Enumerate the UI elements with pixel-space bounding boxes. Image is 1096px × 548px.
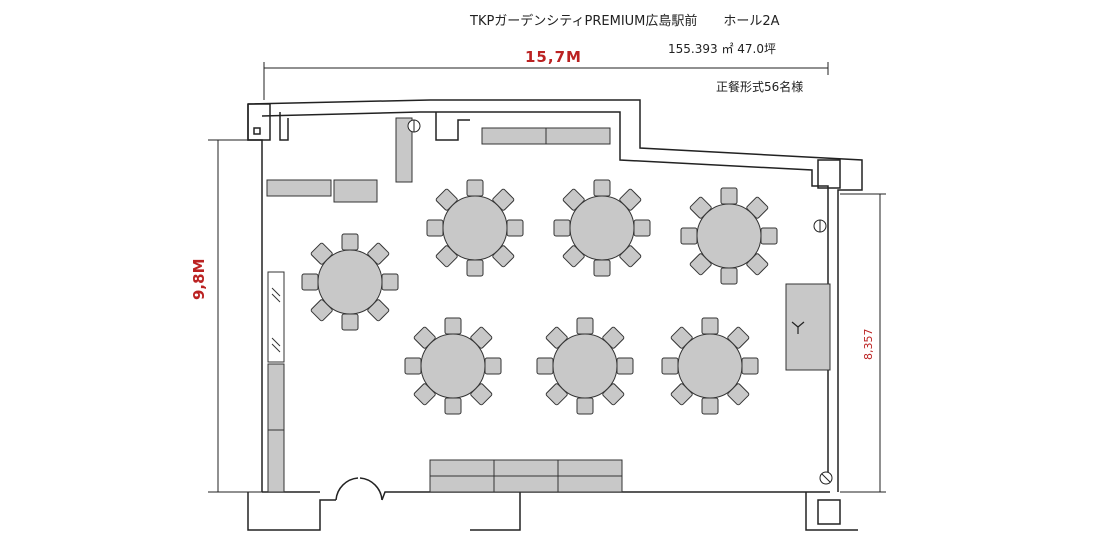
chair <box>633 219 651 237</box>
dimension-lines <box>208 62 886 493</box>
chair <box>506 219 524 237</box>
table-group <box>661 317 759 415</box>
chair <box>593 179 611 197</box>
round-table <box>677 333 743 399</box>
round-table <box>420 333 486 399</box>
chair <box>301 273 319 291</box>
table-group <box>553 179 651 277</box>
chair <box>720 187 738 205</box>
chair <box>404 357 422 375</box>
microphone-icon <box>791 321 805 334</box>
table-group <box>301 233 399 331</box>
table-group <box>404 317 502 415</box>
chair <box>484 357 502 375</box>
outlet-markers <box>407 119 833 485</box>
chair <box>341 313 359 331</box>
chair <box>720 267 738 285</box>
seating-capacity: 正餐形式56名様 <box>716 80 804 94</box>
table-group <box>536 317 634 415</box>
chair <box>760 227 778 245</box>
round-tables <box>301 179 778 415</box>
round-table <box>569 195 635 261</box>
round-table <box>552 333 618 399</box>
chair <box>576 317 594 335</box>
chair <box>661 357 679 375</box>
table-group <box>680 187 778 285</box>
chair <box>701 317 719 335</box>
chair <box>466 179 484 197</box>
chair <box>536 357 554 375</box>
chair <box>341 233 359 251</box>
round-table <box>317 249 383 315</box>
chair <box>576 397 594 415</box>
chair <box>701 397 719 415</box>
round-table <box>696 203 762 269</box>
chair <box>680 227 698 245</box>
venue-area: 155.393 ㎡ 47.0坪 <box>668 42 776 56</box>
chair <box>426 219 444 237</box>
round-table <box>442 195 508 261</box>
chair <box>593 259 611 277</box>
chair <box>741 357 759 375</box>
width-dimension: 15,7M <box>525 48 582 66</box>
left-wall-fixtures <box>267 271 285 493</box>
chair <box>444 397 462 415</box>
chair <box>616 357 634 375</box>
service-tables <box>266 117 831 493</box>
venue-title: TKPガーデンシティPREMIUM広島駅前 ホール2A <box>470 14 780 29</box>
chair <box>553 219 571 237</box>
chair <box>466 259 484 277</box>
table-group <box>426 179 524 277</box>
chair <box>444 317 462 335</box>
chair <box>381 273 399 291</box>
